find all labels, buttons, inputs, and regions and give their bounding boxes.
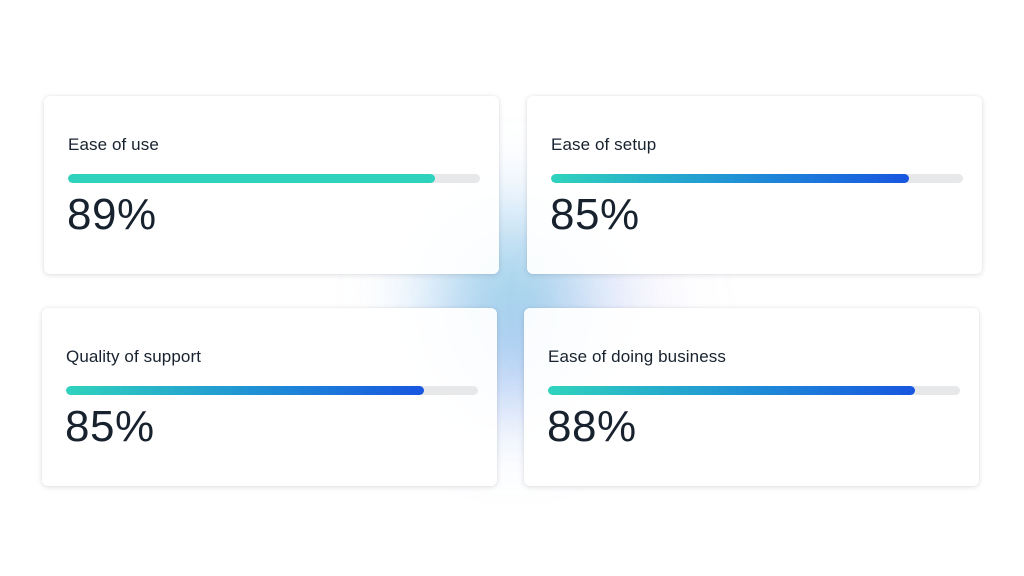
metric-label: Ease of setup xyxy=(551,135,657,154)
metric-label: Quality of support xyxy=(66,347,202,366)
progress-fill xyxy=(66,386,425,395)
metric-card-quality-of-support: Quality of support 85% xyxy=(42,308,497,486)
metric-card-ease-of-doing-business: Ease of doing business 88% xyxy=(524,308,979,486)
metric-value: 85% xyxy=(550,190,640,239)
progress-fill xyxy=(551,174,910,183)
progress-bar xyxy=(548,386,960,395)
progress-bar xyxy=(66,386,478,395)
progress-fill xyxy=(68,174,435,183)
progress-bar xyxy=(68,174,480,183)
metric-label: Ease of use xyxy=(68,135,159,154)
metric-card-ease-of-use: Ease of use 89% xyxy=(44,96,499,274)
metric-card-ease-of-setup: Ease of setup 85% xyxy=(527,96,982,274)
metric-value: 88% xyxy=(547,402,637,451)
progress-fill xyxy=(548,386,915,395)
metric-value: 85% xyxy=(65,402,155,451)
progress-bar xyxy=(551,174,963,183)
metric-label: Ease of doing business xyxy=(548,347,726,366)
metric-value: 89% xyxy=(67,190,157,239)
